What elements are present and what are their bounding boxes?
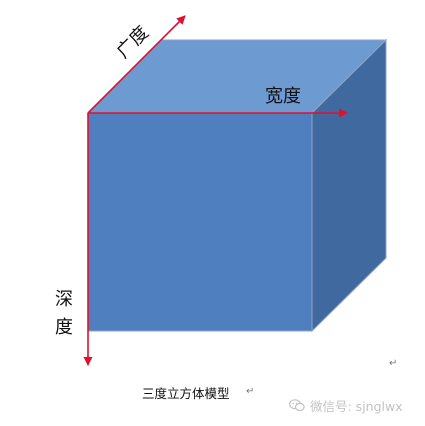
depth-label-top: 深: [55, 289, 73, 310]
wechat-icon: [289, 399, 305, 412]
caption-text: 三度立方体模型: [142, 386, 230, 401]
width-label: 宽度: [265, 86, 301, 107]
depth-label-bottom: 度: [55, 317, 73, 338]
wechat-watermark: 微信号: sjnglwx: [289, 396, 403, 415]
watermark-text: 微信号: sjnglwx: [310, 399, 403, 414]
breadth-arrow: [87, 15, 186, 114]
cube-front-face: [87, 112, 313, 332]
caption-paragraph-mark: ↵: [246, 386, 255, 397]
paragraph-mark: ↵: [389, 358, 398, 369]
diagram-caption: 三度立方体模型: [142, 383, 230, 402]
